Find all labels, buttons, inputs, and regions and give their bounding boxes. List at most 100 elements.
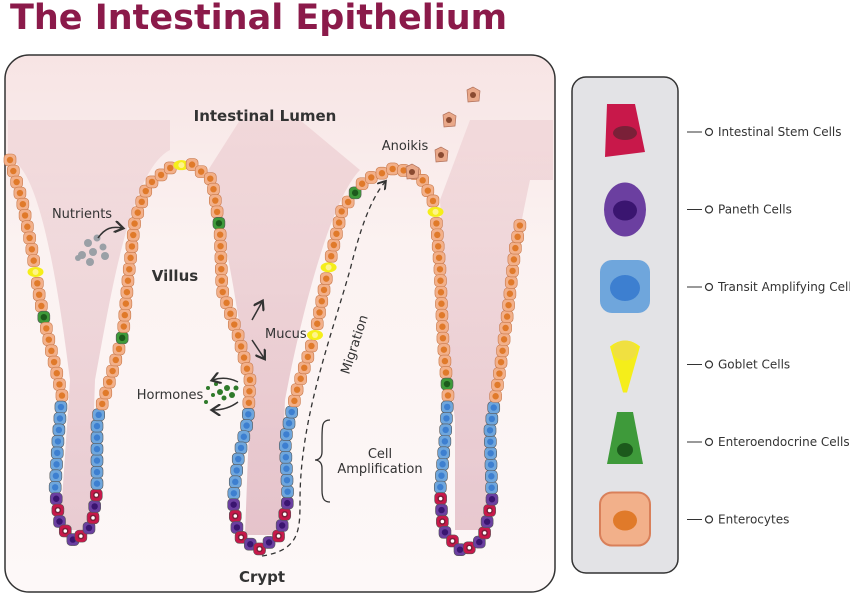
transit-amplifying-cell-cell (279, 450, 293, 464)
enterocyte-cell (290, 383, 304, 396)
transit-amplifying-cell-cell (52, 423, 66, 437)
paneth-cell-cell (262, 536, 276, 549)
stem-cell-cell (58, 524, 72, 538)
enteroendocrine-cell-cell (212, 216, 226, 230)
enterocyte-cell (435, 308, 449, 322)
enterocyte-cell (118, 308, 132, 322)
hormone-arrow-down (213, 401, 239, 410)
enterocyte-cell (416, 174, 429, 187)
shed-enterocyte (405, 163, 420, 180)
legend-item: Enterocytes (599, 491, 789, 547)
migration-path-arrow (261, 182, 385, 557)
transit-amplifying-cell-cell (439, 423, 452, 437)
enterocyte-cell (18, 209, 32, 222)
enterocyte-cell (7, 164, 20, 178)
enterocyte-cell (431, 240, 445, 253)
paneth-cell-cell (438, 525, 452, 539)
legend-panel (571, 76, 679, 574)
enterocyte-cell (47, 355, 61, 369)
enterocyte-cell (434, 285, 448, 299)
enterocyte-cell (243, 373, 257, 387)
enterocyte-cell (313, 306, 326, 319)
enterocyte-cell (120, 285, 134, 299)
anoikis-shed-cells (405, 86, 481, 180)
stem-cell-cell (228, 509, 242, 523)
enterocyte-cell (16, 197, 30, 211)
paneth-cell-cell (435, 503, 448, 517)
hormone-arrow-up (213, 378, 239, 382)
transit-amplifying-cell-cell (92, 408, 105, 422)
enterocyte-cell (502, 298, 515, 312)
page-title: The Intestinal Epithelium (10, 0, 508, 38)
cell-amplification-label-line2: Amplification (337, 462, 422, 477)
transit-amplifying-cell-cell (280, 428, 293, 441)
enterocyte-cell (163, 161, 177, 175)
enterocyte-cell (319, 272, 333, 285)
enterocyte-cell (99, 386, 113, 400)
enterocyte-cell (210, 205, 224, 219)
enterocyte-cell (493, 367, 506, 380)
transit-amplifying-cell-cell (285, 405, 299, 419)
enterocyte-cell (435, 297, 448, 311)
enterocyte-cell (317, 283, 331, 297)
enterocyte-cell (216, 285, 230, 299)
enterocyte-cell (194, 165, 208, 178)
transit-amplifying-cell-cell (90, 465, 104, 479)
legend-item: Enteroendocrine Cells (607, 412, 850, 464)
enterocyte-cell (50, 366, 64, 380)
enterocyte-cell (128, 217, 141, 230)
transit-amplifying-cell-cell (228, 475, 242, 489)
transit-amplifying-cell-cell (485, 412, 499, 426)
enterocyte-cell (224, 307, 237, 320)
enterocyte-cell (53, 378, 66, 391)
enterocyte-icon (599, 491, 651, 547)
enterocyte-cell (494, 355, 508, 369)
enterocyte-cell (227, 318, 241, 331)
nutrient-particles (75, 234, 109, 266)
anoikis-label: Anoikis (382, 139, 429, 154)
enterocyte-cell (106, 364, 119, 378)
shed-enterocyte (434, 146, 449, 163)
paneth-cell-cell (480, 515, 494, 529)
enterocyte-cell (341, 195, 355, 209)
enterocyte-cell (10, 175, 23, 189)
transit-amplifying-cell-cell (50, 458, 63, 471)
transit-amplifying-cell-cell (280, 462, 293, 476)
transit-amplifying-cell-cell (230, 464, 243, 477)
legend-label: Goblet Cells (718, 358, 790, 372)
transit-amplifying-cell-cell (54, 400, 68, 414)
goblet-cell-cell (306, 330, 323, 341)
enterocyte-cell (507, 253, 521, 266)
enterocyte-cell (496, 344, 509, 358)
enterocyte-cell (294, 372, 307, 386)
paneth-cell-cell (88, 500, 101, 513)
enterocyte-cell (310, 317, 324, 331)
paneth-cell-cell (275, 519, 289, 532)
enteroendocrine-cell-icon (607, 412, 643, 464)
amplification-brace (314, 419, 331, 503)
transit-amplifying-cell-cell (436, 457, 449, 471)
mucus-arrow-down (251, 339, 264, 358)
goblet-cell-cell (173, 160, 190, 171)
transit-amplifying-cell-cell (50, 446, 64, 460)
enterocyte-cell (112, 342, 126, 356)
enterocyte-cell (436, 320, 449, 334)
enterocyte-cell (220, 296, 233, 310)
stem-cell-cell (434, 492, 447, 505)
goblet-cell-cell (27, 266, 44, 277)
transit-amplifying-cell-cell (484, 446, 497, 460)
paneth-cell-cell (49, 492, 63, 506)
enterocyte-cell (214, 239, 227, 253)
stem-cell-cell (253, 542, 266, 556)
hormone-particles (204, 382, 239, 404)
stem-cell-cell (436, 515, 449, 528)
enterocyte-cell (35, 299, 48, 313)
enterocyte-cell (25, 242, 39, 256)
enterocyte-cell (499, 321, 512, 335)
transit-amplifying-cell-cell (282, 416, 296, 430)
enterocyte-cell (234, 340, 248, 353)
legend-item: Goblet Cells (610, 340, 790, 393)
enterocyte-cell (511, 230, 524, 244)
enterocyte-cell (119, 297, 133, 310)
